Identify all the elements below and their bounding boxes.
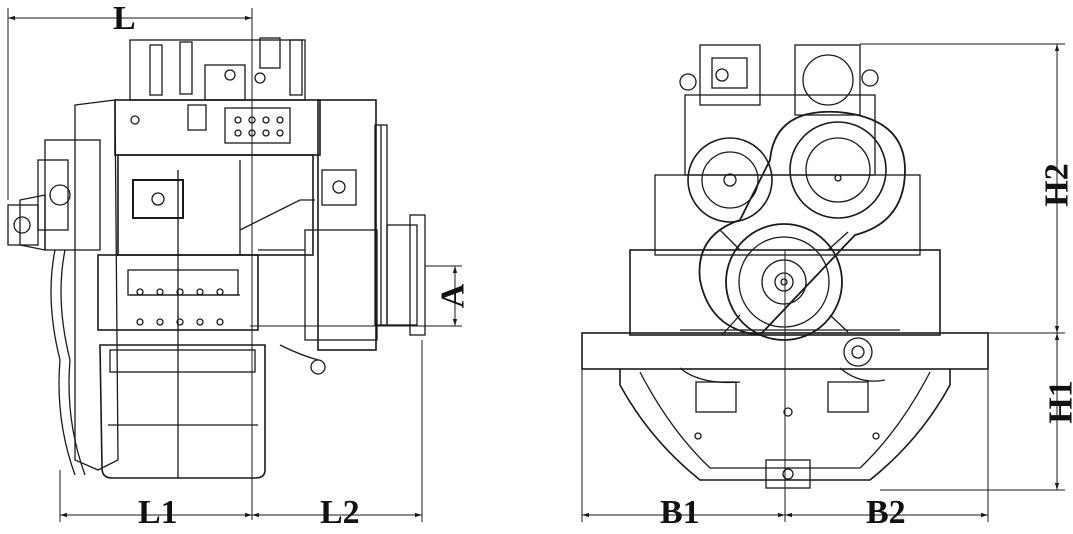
dimension-label-L1: L1 [138,494,178,531]
dimension-label-B2: B2 [866,494,906,531]
side-view-dimensions [7,8,462,522]
dimension-label-A: A [434,283,472,309]
dimension-label-L2: L2 [320,494,360,531]
dimension-label-L: L [113,0,136,37]
dimension-label-H1: H1 [1042,380,1073,424]
dimension-label-B1: B1 [660,494,700,531]
front-view-dimensions [581,43,1065,522]
side-view [7,37,426,479]
dimension-label-H2: H2 [1038,163,1073,207]
